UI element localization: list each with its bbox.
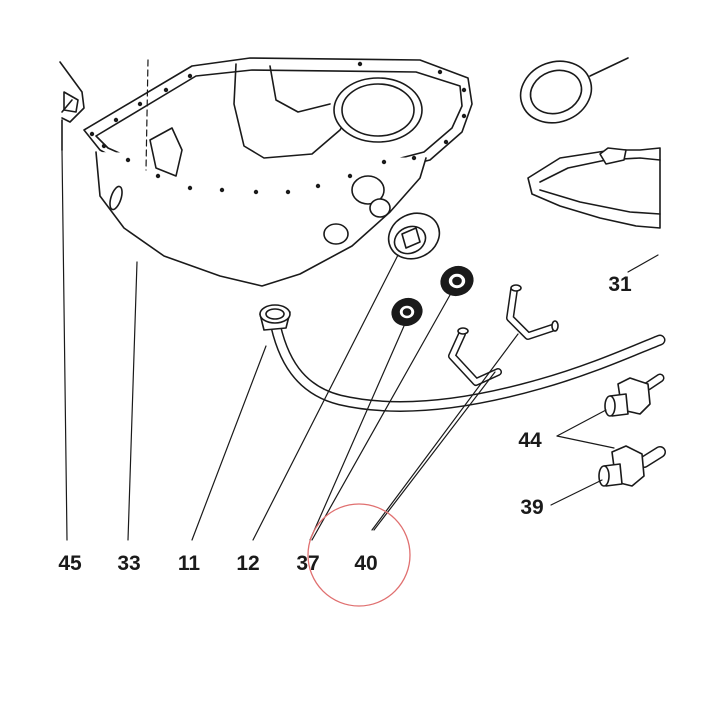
- leader-40a: [371, 333, 519, 531]
- leader-45: [61, 149, 68, 541]
- part-37-washer-a: [440, 265, 474, 297]
- callout-40: 40: [354, 552, 377, 575]
- highlight-circle: [307, 503, 411, 607]
- leader-44a: [556, 409, 607, 437]
- leader-lines: [61, 149, 659, 541]
- oil-pan-body: [95, 151, 427, 287]
- callout-11: 11: [178, 552, 201, 575]
- leader-31: [627, 254, 659, 273]
- callout-12: 12: [236, 552, 259, 575]
- part-31-bracket: [527, 147, 661, 229]
- gasket-ring: [519, 57, 629, 124]
- leader-11: [191, 345, 267, 541]
- part-45-edge-component: [59, 61, 85, 151]
- callout-33: 33: [117, 552, 140, 575]
- leader-37a: [309, 325, 405, 541]
- part-33-oil-pan: [83, 57, 473, 287]
- leader-44b: [556, 435, 615, 449]
- part-40-pipe-a: [506, 284, 559, 340]
- callout-37: 37: [296, 552, 319, 575]
- callout-31: 31: [608, 273, 632, 296]
- leader-40b: [373, 371, 496, 531]
- oil-pan-drain-opening: [333, 77, 423, 143]
- leader-12: [252, 254, 399, 541]
- part-39-fitting: [598, 445, 666, 487]
- callout-44: 44: [518, 429, 542, 452]
- part-40-pipe-b: [448, 327, 502, 386]
- part-44-fitting: [604, 373, 665, 417]
- callout-45: 45: [58, 552, 82, 575]
- leader-33: [127, 261, 138, 541]
- part-12-drain-plug: [387, 212, 441, 260]
- callout-39: 39: [520, 496, 543, 519]
- leader-39: [550, 479, 603, 506]
- part-11-return-hose: [259, 304, 666, 413]
- leader-37b: [311, 294, 451, 541]
- oil-pan-bolt-holes: [89, 61, 467, 195]
- part-37-washer-b: [391, 297, 423, 327]
